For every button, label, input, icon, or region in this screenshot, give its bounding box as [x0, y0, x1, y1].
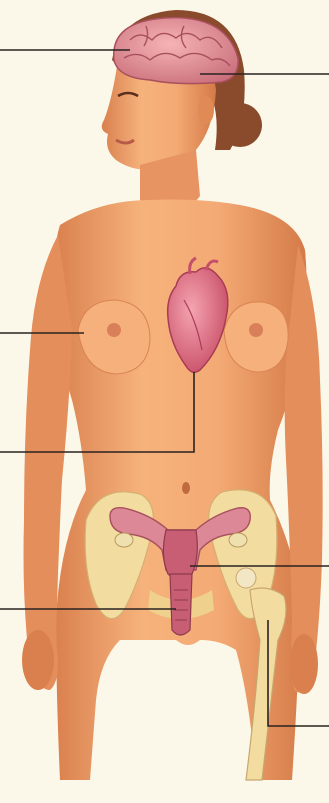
navel	[182, 482, 190, 494]
left-hand	[22, 630, 54, 690]
right-hand	[290, 634, 318, 694]
ear	[198, 96, 214, 124]
